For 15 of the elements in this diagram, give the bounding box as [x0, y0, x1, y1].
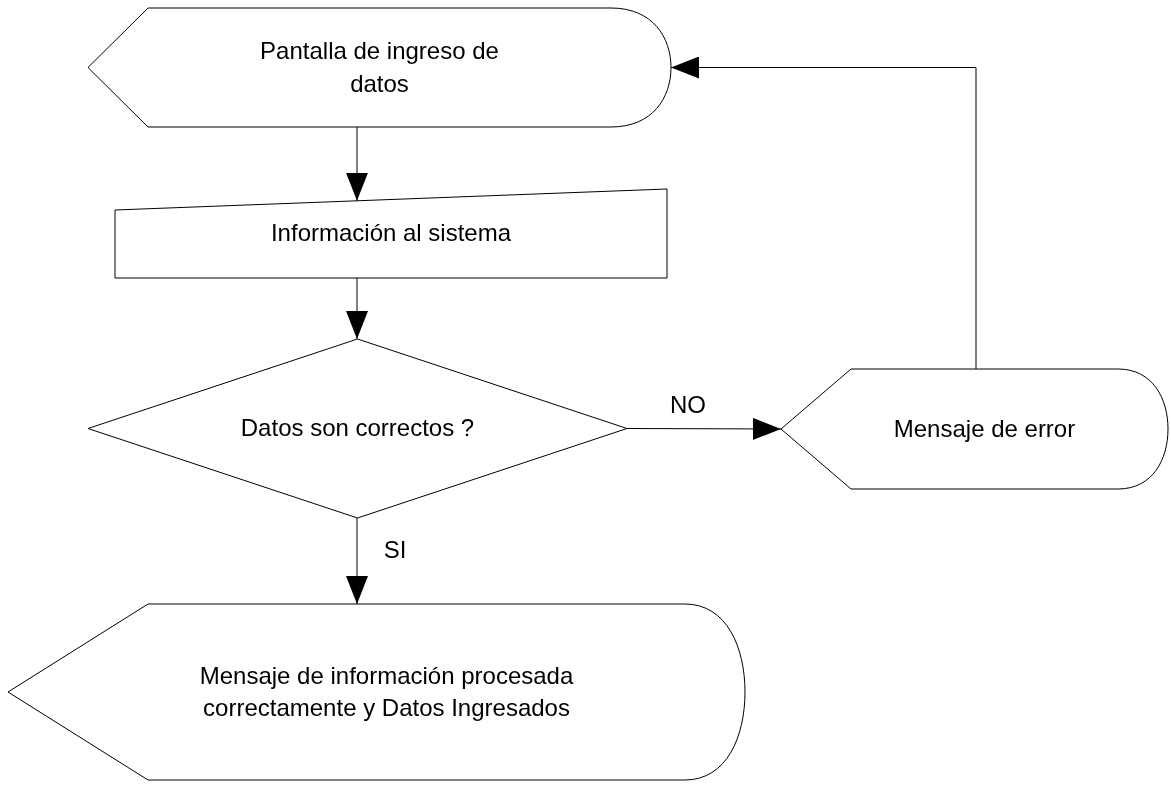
decision-diamond — [88, 339, 627, 518]
node-text: Datos son correctos ? — [240, 413, 475, 444]
arrow — [346, 517, 368, 605]
node-text: Mensaje de error — [893, 413, 1076, 444]
manual-input-shape — [115, 189, 667, 278]
node-text: Pantalla de ingreso de datos — [259, 36, 500, 99]
node-text: Mensaje de información procesada correctamente y Datos Ingresados — [198, 660, 575, 723]
display-shape — [781, 369, 1168, 489]
arrow — [670, 56, 977, 370]
display-shape — [8, 604, 745, 780]
arrow — [626, 417, 782, 440]
arrow — [346, 126, 368, 202]
arrow — [346, 277, 368, 340]
node-text: Información al sistema — [270, 218, 512, 249]
display-shape — [88, 8, 671, 127]
